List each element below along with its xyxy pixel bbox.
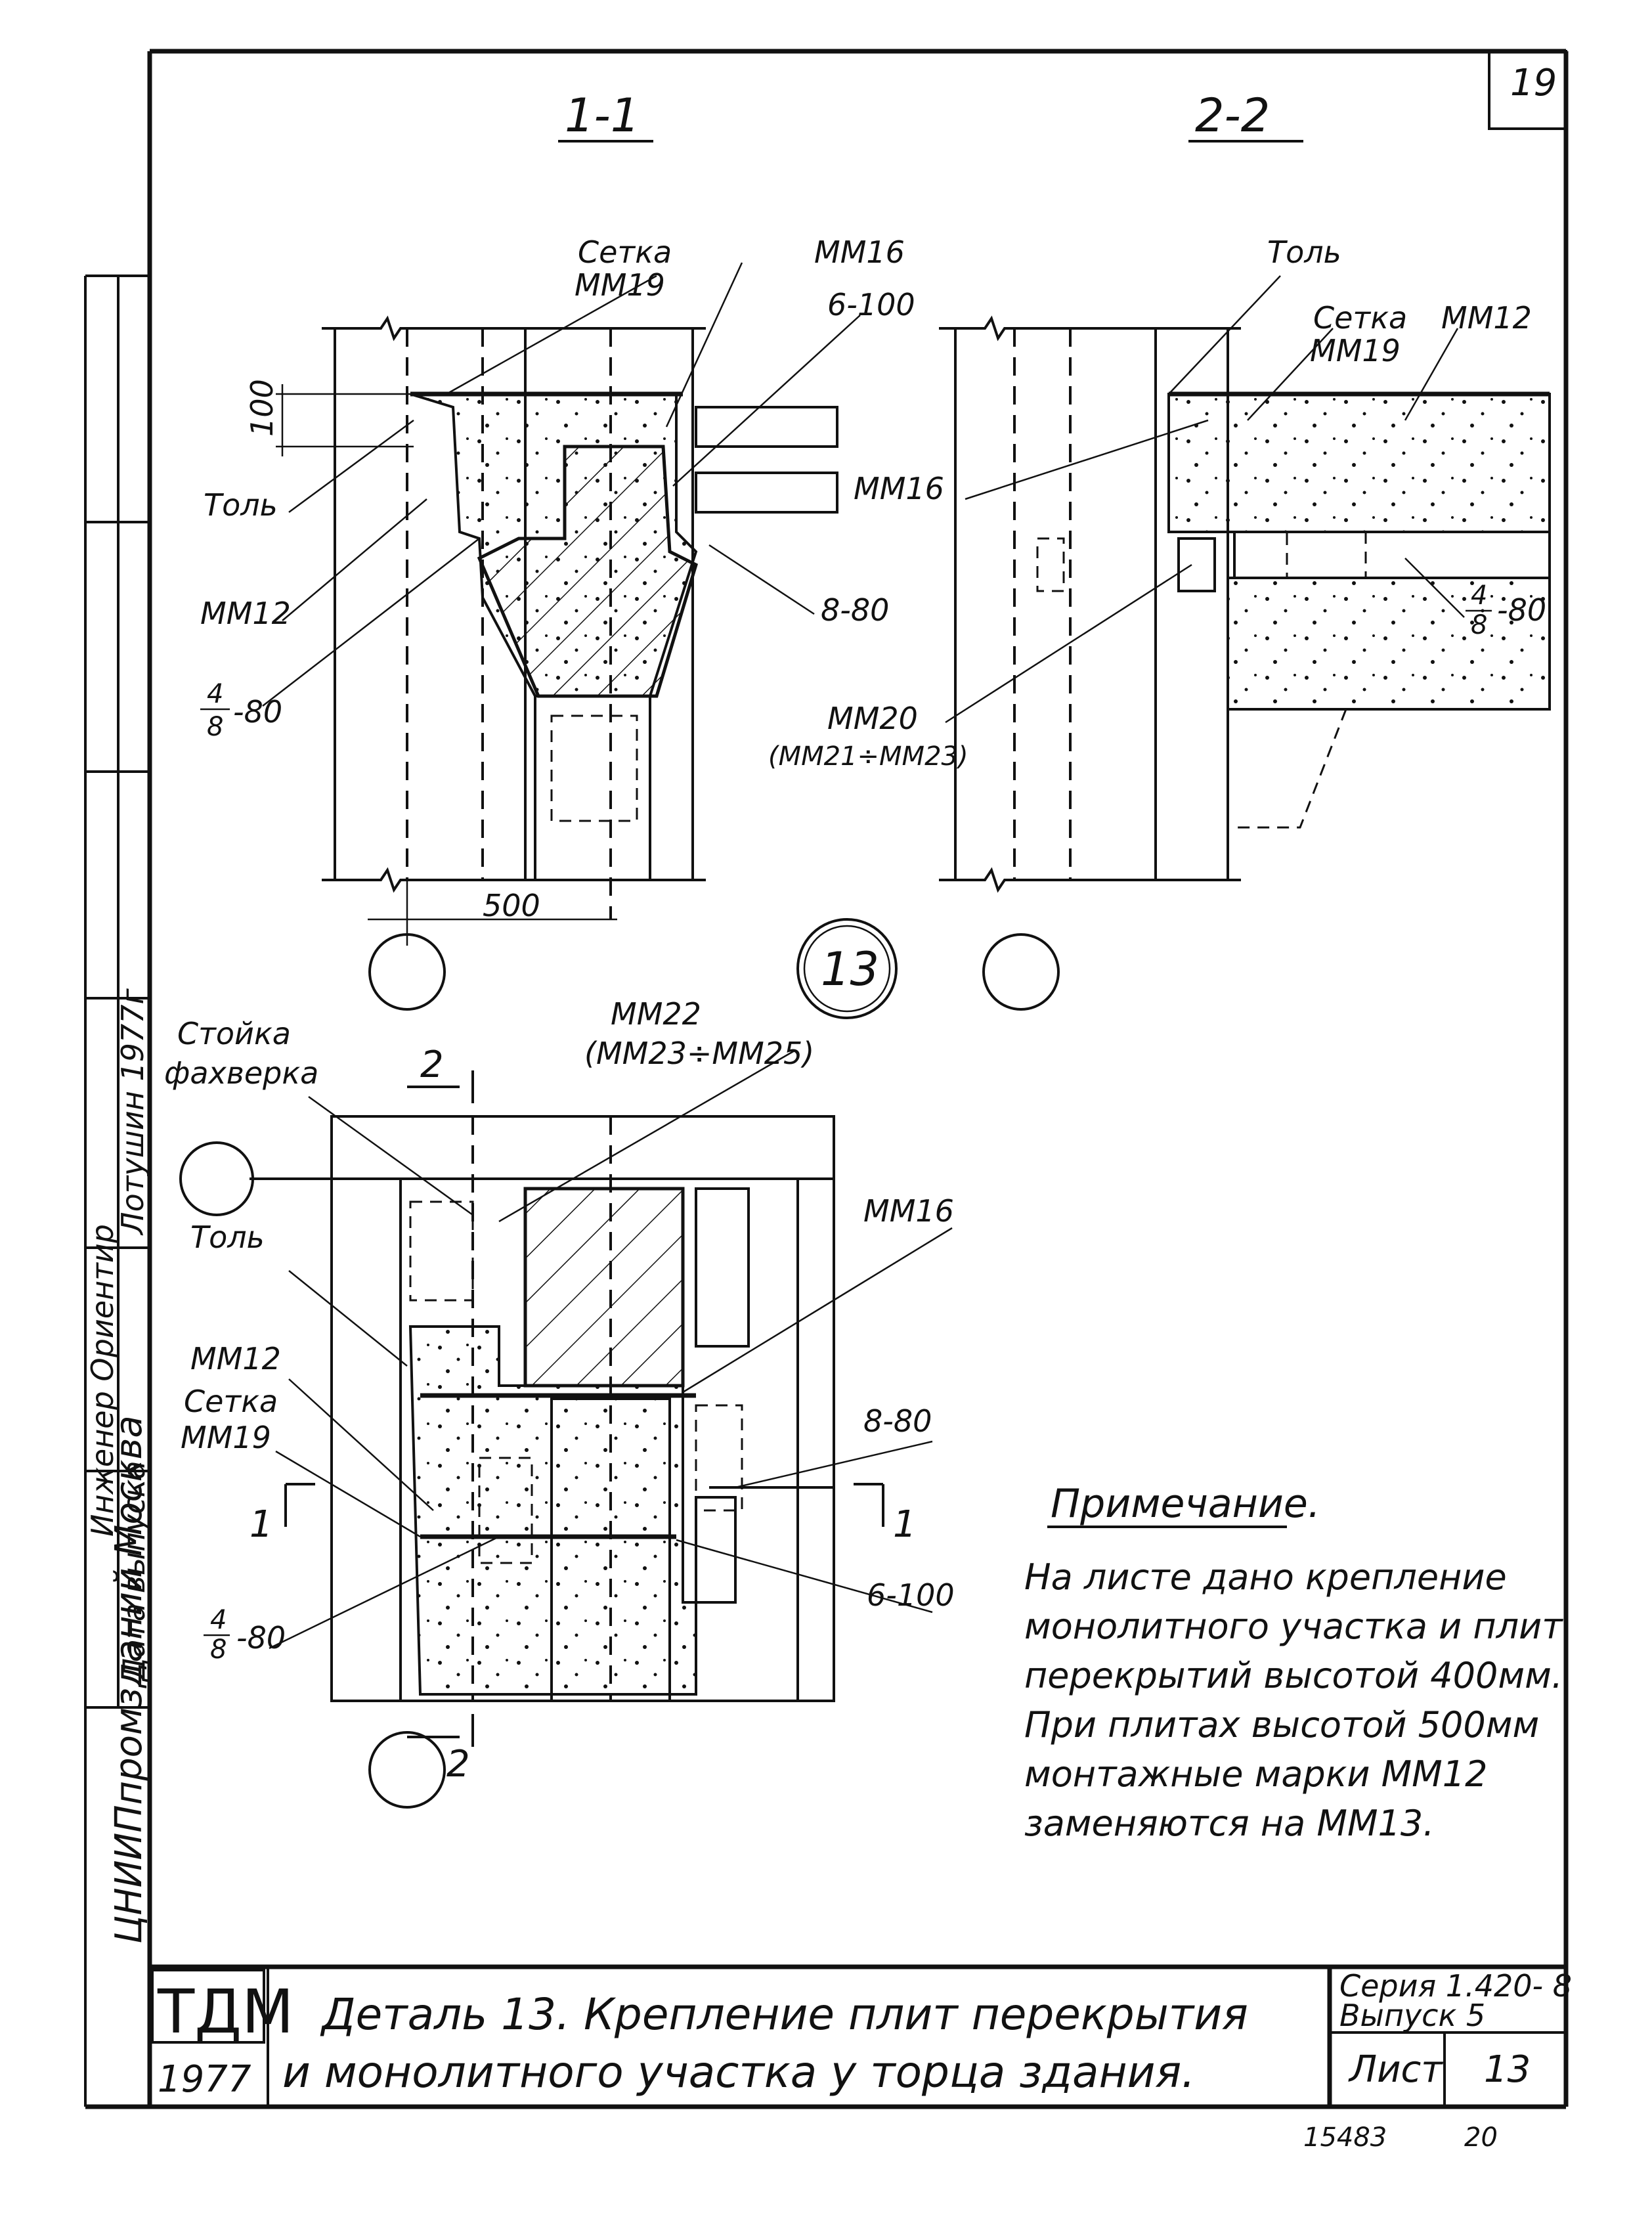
s11-frac-den: 8 [207,712,223,742]
plan-frac-tail: -80 [236,1620,286,1656]
plan-mm23-25: (ММ23÷ММ25) [584,1036,814,1071]
s11-mm12: ММ12 [200,596,291,631]
s11-mm16: ММ16 [814,234,905,270]
series-line-2: Выпуск 5 [1339,1998,1485,2033]
title-line-1: Деталь 13. Крепление плит перекрытия [320,1989,1248,2040]
s22-tol: Толь [1267,234,1341,270]
plan-8-80: 8-80 [863,1403,932,1439]
sidebar-author: Лотушин 1977г [115,988,150,1236]
plan-mm19: ММ19 [181,1420,271,1455]
plan-tol: Толь [190,1219,265,1255]
s22-mm16: ММ16 [854,471,944,506]
note-line-3: перекрытий высотой 400мм. [1024,1655,1563,1696]
section-1-1: 1-1 [262,89,861,1011]
plan-cut-2-bottom: 2 [446,1743,470,1786]
section-2-2: 2-2 [939,89,1551,1011]
s11-frac-tail: -80 [233,694,282,730]
plan-view [179,1049,953,1809]
logo-year: 1977 [158,2058,251,2101]
title-block: ТДМ 1977 Деталь 13. Крепление плит перек… [151,1968,1572,2153]
note: Примечание. На листе дано крепление моно… [1024,1481,1563,1844]
s22-frac-num: 4 [1471,581,1487,611]
plan-frac-num: 4 [210,1605,227,1635]
sheet-number: 13 [1484,2048,1531,2091]
plan-mm22: ММ22 [611,996,701,1032]
note-line-1: На листе дано крепление [1024,1556,1507,1598]
plan-setka: Сетка [184,1384,278,1419]
corner-number-box [1488,50,1567,130]
section-1-1-title: 1-1 [565,89,640,143]
plan-cut-1-left: 1 [250,1503,273,1546]
axis-marker-1-1 [368,933,446,1011]
title-line-2: и монолитного участка у торца здания. [282,2047,1195,2098]
s22-mm19: ММ19 [1310,333,1401,368]
s11-frac-num: 4 [207,679,223,709]
corner-number: 19 [1510,62,1557,104]
section-2-2-title: 2-2 [1195,89,1270,143]
sidebar-engineer: Инженер Ориентир [85,1224,120,1537]
sidebar-release-date: Дата выпуска [116,1461,152,1682]
s22-mm12: ММ12 [1441,300,1532,336]
plan-fahverka: фахверка [164,1055,318,1091]
logo: ТДМ [157,1977,293,2047]
s22-frac-den: 8 [1471,610,1487,640]
bottom-number-2: 20 [1464,2122,1498,2153]
detail-marker [796,918,898,1019]
s11-dim-100: 100 [244,379,280,437]
plan-cut-2-top: 2 [420,1044,444,1086]
note-line-5: монтажные марки ММ12 [1024,1753,1487,1795]
sheet-frame [84,49,1569,2109]
plan-mm12: ММ12 [190,1341,281,1376]
note-line-6: заменяются на ММ13. [1024,1803,1434,1844]
s11-mm19: ММ19 [575,267,665,303]
bottom-number-1: 15483 [1303,2122,1387,2153]
plan-frac-den: 8 [210,1635,227,1665]
s11-setka: Сетка [578,234,672,270]
plan-cut-1-right: 1 [893,1503,917,1546]
s11-8-80: 8-80 [821,592,889,628]
plan-mm16: ММ16 [863,1193,954,1229]
sidebar-organization: ЦНИИПпромзданий Москва [108,1415,150,1944]
s11-tol: Толь [204,487,278,523]
note-line-4: При плитах высотой 500мм [1024,1704,1539,1746]
axis-marker-plan-bottom [368,1731,446,1809]
axis-marker-plan-top [179,1141,254,1216]
axis-marker-2-2 [982,933,1060,1011]
s22-frac-tail: -80 [1497,592,1546,628]
sidebar: Инженер Ориентир Дата выпуска Лотушин 19… [85,988,152,1944]
plan-stoika: Стойка [177,1016,291,1051]
logo-box [151,1969,265,2044]
s22-mm20: ММ20 [827,701,918,736]
s11-dim-500: 500 [483,888,540,923]
s22-mm21-23: (ММ21÷ММ23) [768,741,968,772]
sheet-label: Лист [1348,2048,1443,2091]
s22-setka: Сетка [1313,300,1407,336]
note-heading: Примечание. [1051,1481,1320,1527]
s11-6-100: 6-100 [827,287,915,322]
plan-6-100: 6-100 [867,1577,955,1613]
series-line-1: Серия 1.420- 8 [1339,1968,1572,2004]
note-line-2: монолитного участка и плит [1024,1606,1563,1647]
detail-marker-number: 13 [821,942,879,996]
